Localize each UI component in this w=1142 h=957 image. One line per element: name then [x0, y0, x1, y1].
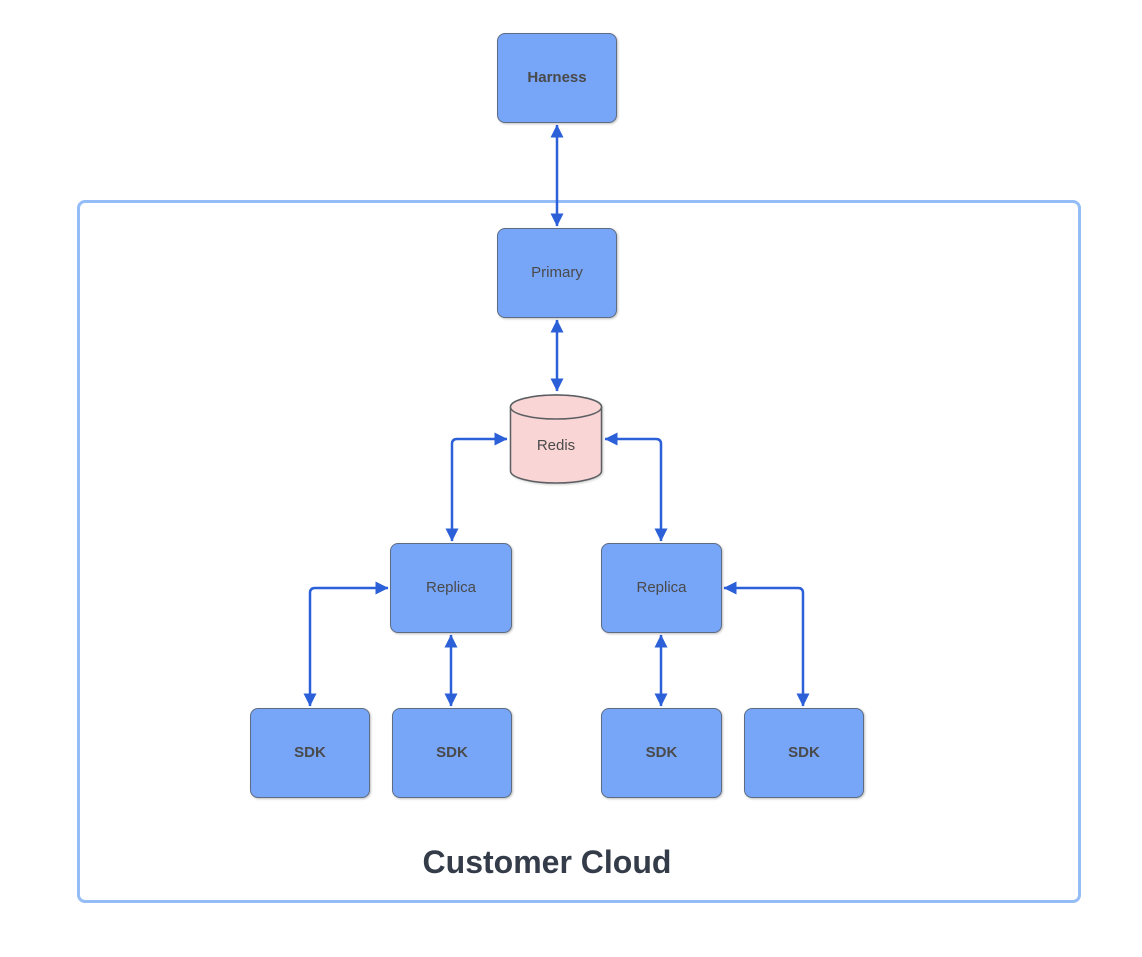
node-primary-label: Primary — [531, 264, 583, 281]
node-sdk-2: SDK — [392, 708, 512, 798]
edge-redis-replica-left — [445, 432, 508, 542]
node-replica-right: Replica — [601, 543, 722, 633]
node-sdk-1: SDK — [250, 708, 370, 798]
node-replica-left-label: Replica — [425, 579, 477, 596]
customer-cloud-container — [77, 200, 1081, 903]
node-sdk-1-label: SDK — [294, 744, 326, 761]
node-harness-label: Harness — [527, 69, 587, 86]
node-sdk-4-label: SDK — [788, 744, 820, 761]
edge-redis-replica-right — [604, 432, 668, 542]
node-sdk-3-label: SDK — [645, 744, 678, 761]
edge-replica-left-sdk-1 — [303, 581, 389, 707]
node-redis-label: Redis — [536, 437, 576, 454]
node-replica-left: Replica — [390, 543, 512, 633]
node-sdk-2-label: SDK — [436, 744, 468, 761]
node-sdk-4: SDK — [744, 708, 864, 798]
node-replica-right-label: Replica — [636, 579, 687, 596]
edge-replica-right-sdk-4 — [723, 581, 810, 707]
node-primary: Primary — [497, 228, 617, 318]
node-sdk-3: SDK — [601, 708, 722, 798]
node-redis: Redis — [509, 394, 603, 484]
database-cylinder-shape — [509, 394, 603, 484]
node-harness: Harness — [497, 33, 617, 123]
customer-cloud-title: Customer Cloud — [422, 844, 672, 880]
